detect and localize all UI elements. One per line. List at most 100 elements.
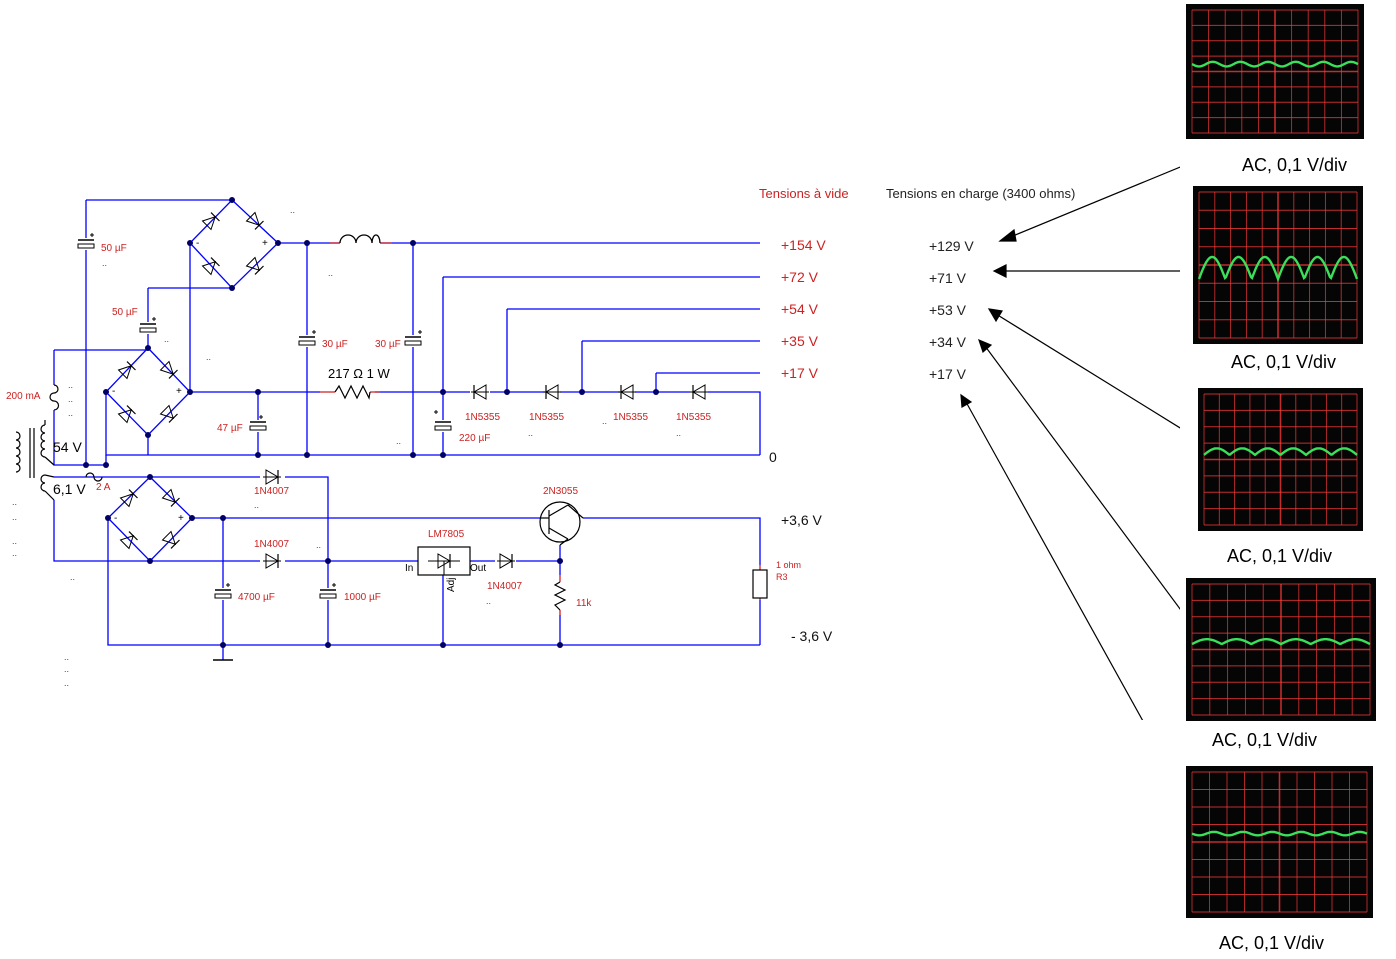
resistor-1ohm (752, 569, 768, 599)
loaded-71v: +71 V (929, 270, 967, 286)
scope-54v (1198, 388, 1363, 531)
scope-17v-caption: AC, 0,1 V/div (1219, 933, 1325, 953)
svg-text:..: .. (164, 334, 169, 344)
svg-text:..: .. (290, 205, 295, 215)
scope-72v-caption: AC, 0,1 V/div (1231, 352, 1337, 372)
label-fuse-200ma: 200 mA (6, 391, 41, 402)
label-regulator: LM7805 (428, 529, 465, 540)
transformer-labels: 54 V 6,1 V (53, 439, 86, 497)
label-secondary-6v: 6,1 V (53, 481, 86, 497)
output-plus-3-6v: +3,6 V (781, 512, 823, 528)
label-resistor-1ohm: 1 ohm (776, 560, 801, 570)
svg-text:..: .. (12, 512, 17, 522)
label-resistor-r3: R3 (776, 572, 788, 582)
svg-text:..: .. (254, 500, 259, 510)
junction-dots (83, 197, 659, 648)
label-reg-out: Out (470, 563, 486, 574)
label-reg-adj: Adj (446, 578, 457, 592)
choke-coil (339, 234, 381, 244)
svg-text:..: .. (676, 428, 681, 438)
component-labels: 50 µF 50 µF 30 µF 30 µF 47 µF 220 µF 470… (6, 243, 801, 609)
regulator-pins: In Out Adj (405, 563, 486, 592)
transistor-2n3055 (539, 501, 584, 546)
no-load-voltages: +154 V +72 V +54 V +35 V +17 V (781, 237, 826, 381)
svg-text:..: .. (602, 416, 607, 426)
scope-72v (1193, 186, 1363, 344)
output-zero: 0 (769, 449, 777, 465)
annotation-arrows (960, 166, 1180, 720)
svg-text:..: .. (328, 268, 333, 278)
low-voltage-outputs: 0 +3,6 V - 3,6 V (769, 449, 833, 644)
output-54v: +54 V (781, 301, 819, 317)
svg-text:..: .. (68, 380, 73, 390)
label-transistor: 2N3055 (543, 486, 578, 497)
svg-text:..: .. (486, 596, 491, 606)
loaded-34v: +34 V (929, 334, 967, 350)
red-leads (320, 242, 761, 615)
label-zener-3: 1N5355 (613, 412, 648, 423)
output-35v: +35 V (781, 333, 819, 349)
header-no-load: Tensions à vide (759, 186, 849, 201)
scope-154v (1186, 4, 1364, 139)
label-zener-2: 1N5355 (529, 412, 564, 423)
label-zener-1: 1N5355 (465, 412, 500, 423)
label-c1000: 1000 µF (344, 592, 381, 603)
svg-text:..: .. (64, 678, 69, 688)
capacitors (77, 233, 452, 600)
label-diode-2: 1N4007 (254, 539, 289, 550)
stray-dots: .... .... .... .... .... .... .... .... … (12, 205, 681, 688)
scope-54v-caption: AC, 0,1 V/div (1227, 546, 1333, 566)
svg-text:-: - (114, 513, 117, 524)
label-zener-4: 1N5355 (676, 412, 711, 423)
label-c4700: 4700 µF (238, 592, 275, 603)
svg-text:+: + (178, 513, 184, 524)
scope-trace (1191, 638, 1371, 646)
bridge-markers: + - + - + - (112, 238, 268, 524)
output-minus-3-6v: - 3,6 V (791, 628, 833, 644)
header-under-load: Tensions en charge (3400 ohms) (886, 186, 1075, 201)
label-resistor-217: 217 Ω 1 W (328, 366, 390, 381)
svg-text:-: - (196, 238, 199, 249)
scope-17v (1186, 766, 1373, 918)
scope-154v-caption: AC, 0,1 V/div (1242, 155, 1348, 175)
scope-35v (1186, 578, 1376, 721)
label-fuse-2a: 2 A (96, 482, 111, 493)
svg-text:..: .. (206, 352, 211, 362)
bridge-diodes (117, 211, 265, 550)
schematic: + - + - + - .... .... .... .... .... .... .… (6, 166, 1180, 720)
svg-text:..: .. (64, 652, 69, 662)
label-diode-3: 1N4007 (487, 581, 522, 592)
svg-text:+: + (262, 238, 268, 249)
svg-text:-: - (112, 386, 115, 397)
label-c50b: 50 µF (112, 307, 138, 318)
svg-text:..: .. (396, 436, 401, 446)
label-secondary-54v: 54 V (53, 439, 82, 455)
svg-text:..: .. (12, 497, 17, 507)
output-17v: +17 V (781, 365, 819, 381)
label-diode-1: 1N4007 (254, 486, 289, 497)
loaded-17v: +17 V (929, 366, 967, 382)
label-c220: 220 µF (459, 433, 490, 444)
loaded-129v: +129 V (929, 238, 974, 254)
label-c30b: 30 µF (375, 339, 401, 350)
scope-trace (1197, 255, 1359, 283)
rectifier-diodes (262, 469, 516, 569)
svg-text:..: .. (68, 394, 73, 404)
svg-text:..: .. (316, 540, 321, 550)
label-reg-in: In (405, 563, 413, 574)
output-72v: +72 V (781, 269, 819, 285)
svg-text:..: .. (70, 572, 75, 582)
svg-text:..: .. (102, 258, 107, 268)
resistor-11k (553, 581, 567, 611)
svg-text:+: + (176, 386, 182, 397)
transformer (15, 384, 103, 501)
loaded-53v: +53 V (929, 302, 967, 318)
resistor-217 (334, 384, 371, 400)
label-c47: 47 µF (217, 423, 243, 434)
svg-text:..: .. (12, 536, 17, 546)
label-resistor-11k: 11k (576, 598, 592, 609)
svg-text:..: .. (68, 408, 73, 418)
loaded-voltages: +129 V +71 V +53 V +34 V +17 V (929, 238, 974, 382)
svg-text:..: .. (64, 664, 69, 674)
scope-trace (1191, 830, 1368, 837)
